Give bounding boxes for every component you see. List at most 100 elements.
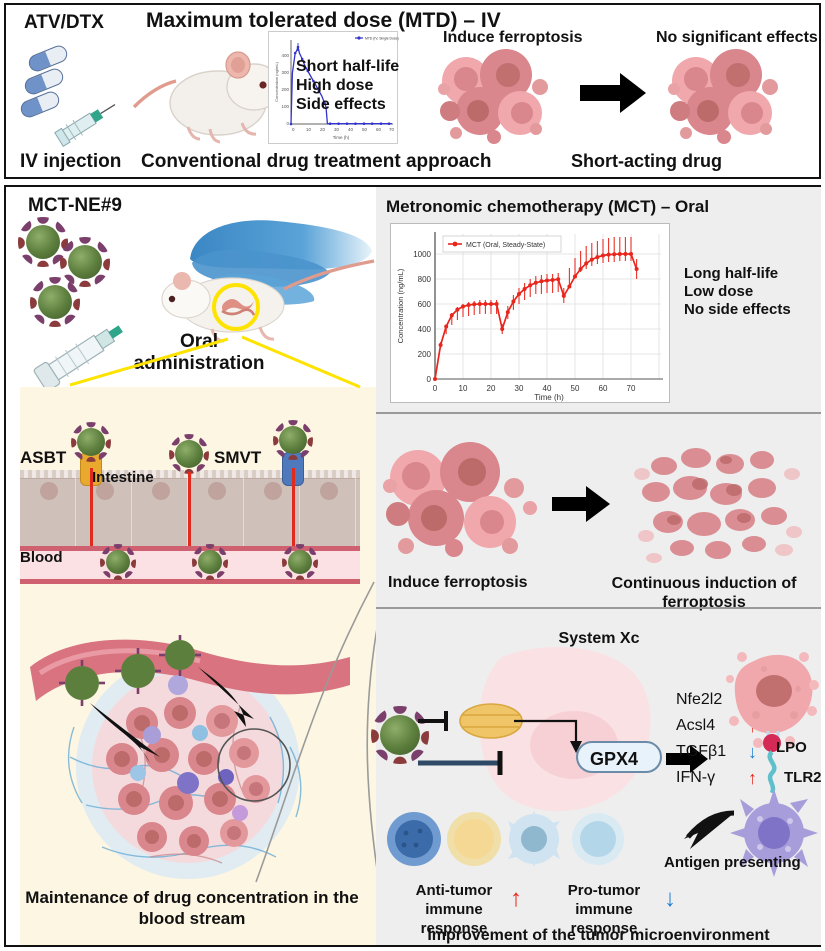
blood-vessel-wall <box>20 546 360 551</box>
marker-name: Acsl4 <box>676 717 716 734</box>
gpx4-label: GPX4 <box>590 749 639 769</box>
svg-text:40: 40 <box>348 127 354 132</box>
svg-text:30: 30 <box>334 127 340 132</box>
immune-cell-row <box>387 811 624 867</box>
svg-text:200: 200 <box>418 350 432 359</box>
mtd-bullet: Short half-life <box>296 58 400 75</box>
mtd-chart: 0 100 200 300 400 0 10 20 30 40 50 60 70… <box>268 31 399 144</box>
tumor-microvasculature-illustration <box>30 635 350 879</box>
cell-nucleus <box>264 482 282 500</box>
svg-text:0: 0 <box>433 384 438 393</box>
svg-text:0: 0 <box>292 127 295 132</box>
tumor-cell-cluster-icon <box>383 442 537 557</box>
svg-text:400: 400 <box>418 325 432 334</box>
intestine-diagram <box>20 419 360 587</box>
svg-text:30: 30 <box>515 384 524 393</box>
svg-text:20: 20 <box>487 384 496 393</box>
nanoparticle-icon <box>70 421 112 463</box>
right-arrow-icon <box>580 73 646 113</box>
svg-text:MTD (IV, Single Dose): MTD (IV, Single Dose) <box>365 37 399 41</box>
mechanism-section: System Xc GPX4 Nfe2l2 ↓ <box>370 607 822 949</box>
mouse-icon <box>132 51 291 144</box>
right-arrow-icon <box>666 745 708 773</box>
tumor-cell-cluster-icon <box>668 49 778 144</box>
neutrophil-icon <box>508 811 560 867</box>
blood-vessel-wall <box>20 579 360 584</box>
marker-name: IFN-γ <box>676 769 716 786</box>
svg-text:10: 10 <box>459 384 468 393</box>
svg-text:20: 20 <box>320 127 326 132</box>
svg-text:40: 40 <box>543 384 552 393</box>
cell-nucleus <box>208 482 226 500</box>
nanoparticle-icon <box>100 544 136 580</box>
svg-text:600: 600 <box>418 300 432 309</box>
marker-row: TGFβ1 ↓ <box>676 739 757 765</box>
iv-injection-label: IV injection <box>20 151 122 172</box>
left-column-oral-delivery: MCT-NE#9 <box>6 187 385 945</box>
nanoparticle-icon <box>60 237 110 287</box>
main-panel-mct-strategy: MCT-NE#9 <box>4 185 822 949</box>
induce-ferroptosis-label-top: Induce ferroptosis <box>443 29 583 46</box>
pro-tumor-label: Pro-tumor immune response <box>567 882 641 937</box>
gpx4-box <box>576 741 662 773</box>
drug-name-label: ATV/DTX <box>24 12 104 33</box>
tlr2-label: TLR2 <box>784 769 822 786</box>
intestine-label: Intestine <box>92 469 154 486</box>
nanoparticle-icon <box>272 419 314 461</box>
cell-nucleus <box>40 482 58 500</box>
capsule-icon <box>26 43 70 74</box>
lpo-label: LPO <box>776 739 807 756</box>
epithelial-cell <box>132 478 188 546</box>
mtd-chart-svg: 0 100 200 300 400 0 10 20 30 40 50 60 70… <box>274 36 399 140</box>
anti-tumor-label: Anti-tumor immune response <box>415 882 493 937</box>
epithelial-cell <box>76 478 132 546</box>
maintenance-label: Maintenance of drug concentration in the… <box>25 888 359 928</box>
svg-text:200: 200 <box>281 87 289 92</box>
lymphocyte-icon <box>387 812 441 866</box>
epithelial-cell <box>244 478 300 546</box>
capsule-icon <box>22 66 66 97</box>
conventional-approach-label: Conventional drug treatment approach <box>141 151 492 172</box>
cell-nucleus <box>320 482 338 500</box>
cell-nucleus <box>152 482 170 500</box>
asbt-label: ASBT <box>20 448 67 467</box>
antigen-presenting-cell-icon <box>730 789 818 877</box>
marker-name: Nfe2l2 <box>676 691 723 708</box>
svg-text:0: 0 <box>427 375 432 384</box>
lpo-tlr2-receptor-icon <box>763 734 781 795</box>
fragmented-tumor-cells-icon <box>634 448 802 563</box>
antigen-presenting-label: Antigen presenting <box>664 854 801 871</box>
marker-list: Nfe2l2 ↓ Acsl4 ↑ TGFβ1 ↓ IFN-γ ↑ <box>676 687 757 791</box>
svg-text:400: 400 <box>281 53 289 58</box>
svg-text:10: 10 <box>306 127 312 132</box>
mtd-title: Maximum tolerated dose (MTD) – IV <box>146 9 501 32</box>
nanoparticle-icon <box>30 277 80 327</box>
formulation-label: MCT-NE#9 <box>28 195 122 216</box>
svg-text:0: 0 <box>286 121 289 126</box>
epithelial-cell <box>20 478 76 546</box>
tumor-cell-cluster-icon <box>438 49 548 144</box>
mct-bullet: Long half-life <box>684 265 779 282</box>
cell-nucleus <box>96 482 114 500</box>
marker-name: TGFβ1 <box>676 743 727 760</box>
elbow-arrow-icon <box>514 719 582 753</box>
svg-text:70: 70 <box>627 384 636 393</box>
epithelial-cell <box>300 478 356 546</box>
top-panel-conventional-therapy: ATV/DTX Maximum tolerated dose (MTD) – I… <box>4 3 821 179</box>
improvement-label: Improvement of the tumor microenvironmen… <box>427 927 770 944</box>
svg-text:Time (h): Time (h) <box>534 393 564 402</box>
mtd-bullets: Short half-life High dose Side effects <box>296 57 399 114</box>
nanoparticle-icon <box>192 544 228 580</box>
t-cell-icon <box>572 813 624 865</box>
mct-bullets: Long half-life Low dose No side effects <box>684 265 791 319</box>
mct-title: Metronomic chemotherapy (MCT) – Oral <box>386 197 710 216</box>
anti-tumor-arrow-up-icon: ↑ <box>510 885 522 912</box>
syringe-icon <box>54 103 116 147</box>
no-significant-effects-label: No significant effects <box>656 29 818 46</box>
mct-bullet: Low dose <box>684 283 754 300</box>
macrophage-icon <box>447 812 501 866</box>
nanoparticle-icon <box>18 217 68 267</box>
mtd-bullet: High dose <box>296 77 374 94</box>
svg-text:1000: 1000 <box>413 250 431 259</box>
